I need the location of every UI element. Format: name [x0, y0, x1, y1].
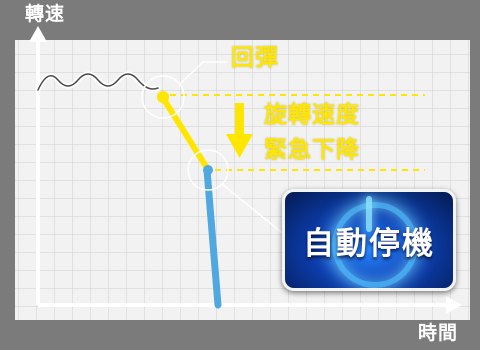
y-axis-label: 轉速 — [25, 3, 66, 25]
power-icon — [332, 202, 418, 288]
oscillating-speed-curve-shadow — [37, 73, 159, 91]
blue-fall-line — [203, 166, 222, 309]
x-axis-arrow-icon — [446, 296, 462, 314]
bounce-circle-highlight — [141, 75, 185, 119]
y-axis-arrow-icon — [29, 26, 47, 42]
stop-circle-highlight — [187, 149, 229, 191]
stop-leader-line — [221, 183, 287, 237]
bounce-label: 回彈 — [231, 45, 279, 71]
stop-point — [203, 165, 213, 175]
x-axis-label: 時間 — [418, 322, 459, 344]
speed-drop-label-line2: 緊急下降 — [264, 137, 360, 163]
speed-drop-label-line1: 旋轉速度 — [264, 102, 360, 128]
bounce-leader-line — [179, 61, 227, 85]
down-arrow-shaft — [235, 103, 244, 137]
power-icon-bar — [366, 196, 372, 232]
auto-stop-badge: 自動停機 — [282, 189, 456, 291]
yellow-decline-line — [160, 95, 210, 171]
bounce-point — [157, 91, 169, 103]
auto-stop-label: 自動停機 — [303, 225, 435, 262]
down-arrow-icon — [226, 134, 253, 158]
